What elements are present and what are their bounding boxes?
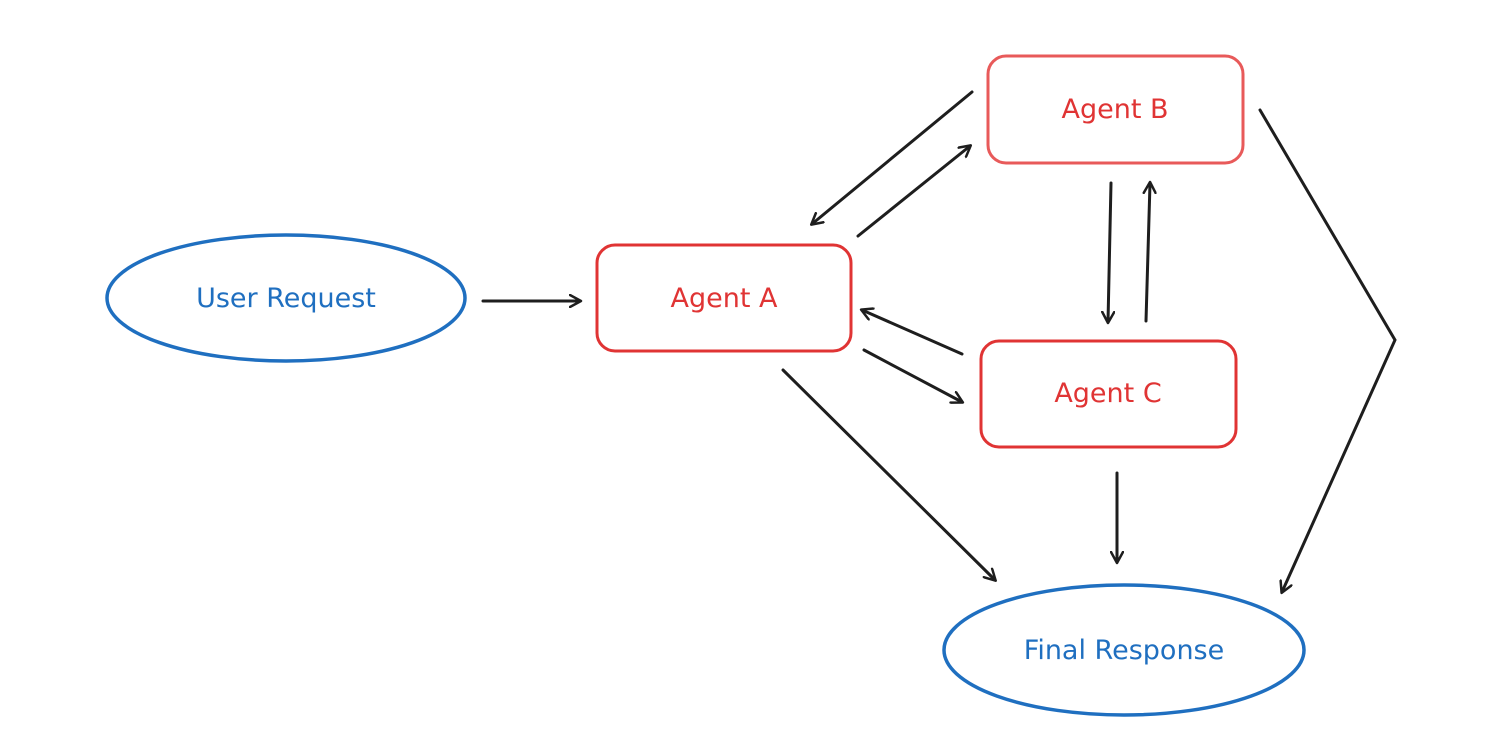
- final-response-ellipse: [942, 583, 1306, 717]
- agent-b-box: [986, 54, 1245, 165]
- user-request-label: User Request: [196, 283, 376, 314]
- arrow-agent-b-to-final-response: [1258, 108, 1397, 592]
- final-response-node: Final Response: [942, 583, 1306, 717]
- edges: [481, 90, 1397, 592]
- arrow-agent-b-to-agent-a: [812, 90, 974, 224]
- agent-c-label: Agent C: [1054, 378, 1161, 409]
- agent-a-label: Agent A: [671, 283, 779, 314]
- agent-c-box: [979, 339, 1238, 449]
- arrow-agent-a-to-final-response: [781, 368, 995, 580]
- arrow-agent-b-to-agent-c: [1108, 181, 1111, 322]
- agent-b-node: Agent B: [986, 54, 1245, 165]
- user-request-node: User Request: [105, 233, 467, 363]
- agent-a-node: Agent A: [595, 243, 853, 353]
- agent-c-node: Agent C: [979, 339, 1238, 449]
- arrow-agent-a-to-agent-b: [856, 146, 970, 238]
- arrow-agent-c-to-agent-b: [1146, 183, 1150, 323]
- agent-a-box: [595, 243, 853, 353]
- arrow-agent-c-to-agent-a: [862, 310, 964, 356]
- arrow-agent-a-to-agent-c: [862, 348, 962, 402]
- final-response-label: Final Response: [1024, 635, 1224, 666]
- user-request-ellipse: [105, 233, 467, 363]
- agent-b-label: Agent B: [1061, 94, 1168, 125]
